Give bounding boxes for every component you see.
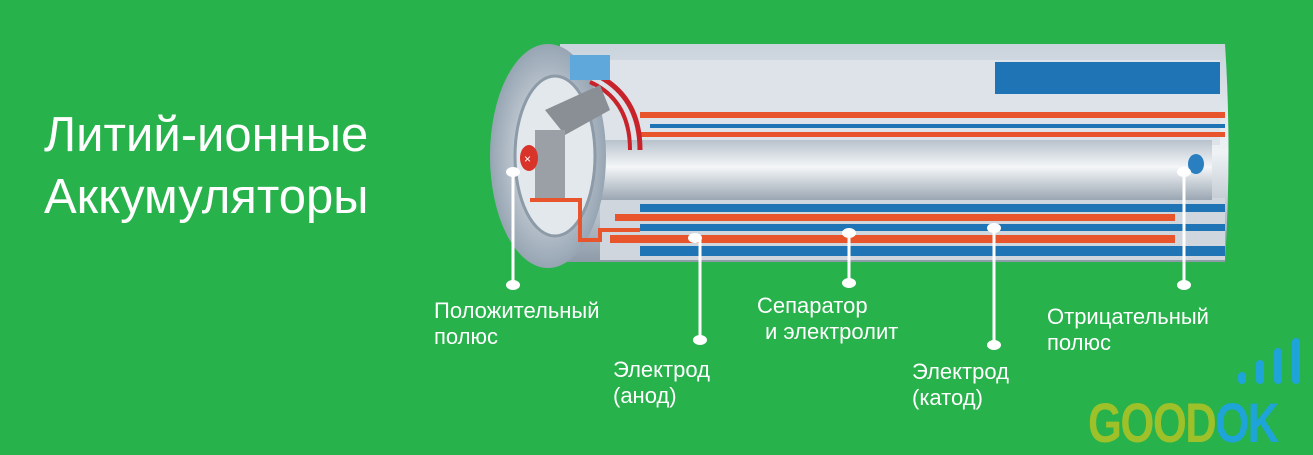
label-cathode-line2: (катод) <box>912 385 983 410</box>
label-positive-pole-line1: Положительный <box>434 298 600 323</box>
positive-end-cap: × <box>490 44 643 268</box>
logo-text-ok: OK <box>1215 391 1279 454</box>
label-negative-pole-line2: полюс <box>1047 330 1112 355</box>
label-separator-line2: и электролит <box>765 319 899 344</box>
label-negative-pole-line1: Отрицательный <box>1047 304 1209 329</box>
svg-text:×: × <box>524 152 531 166</box>
bottom-electrode-layers <box>600 198 1225 260</box>
label-anode-line2: (анод) <box>613 383 677 408</box>
label-negative-pole: Отрицательный полюс <box>1047 304 1209 356</box>
label-cathode-line1: Электрод <box>912 359 1009 384</box>
label-anode: Электрод (анод) <box>613 357 710 409</box>
leader-lines <box>511 172 1186 345</box>
label-anode-line1: Электрод <box>613 357 710 382</box>
label-cathode: Электрод (катод) <box>912 359 1009 411</box>
negative-terminal <box>1188 154 1204 174</box>
label-separator: Сепаратор и электролит <box>757 293 898 345</box>
logo-signal-icon <box>1238 338 1300 384</box>
label-separator-line1: Сепаратор <box>757 293 868 318</box>
label-positive-pole-line2: полюс <box>434 324 499 349</box>
label-positive-pole: Положительный полюс <box>434 298 600 350</box>
goodok-logo: GOODOK <box>1088 391 1279 454</box>
logo-text-good: GOOD <box>1088 391 1217 454</box>
leader-dots <box>506 167 1191 350</box>
title-line-2: Аккумуляторы <box>44 170 369 224</box>
title-line-1: Литий-ионные <box>44 108 369 162</box>
core-cylinder <box>590 140 1212 200</box>
